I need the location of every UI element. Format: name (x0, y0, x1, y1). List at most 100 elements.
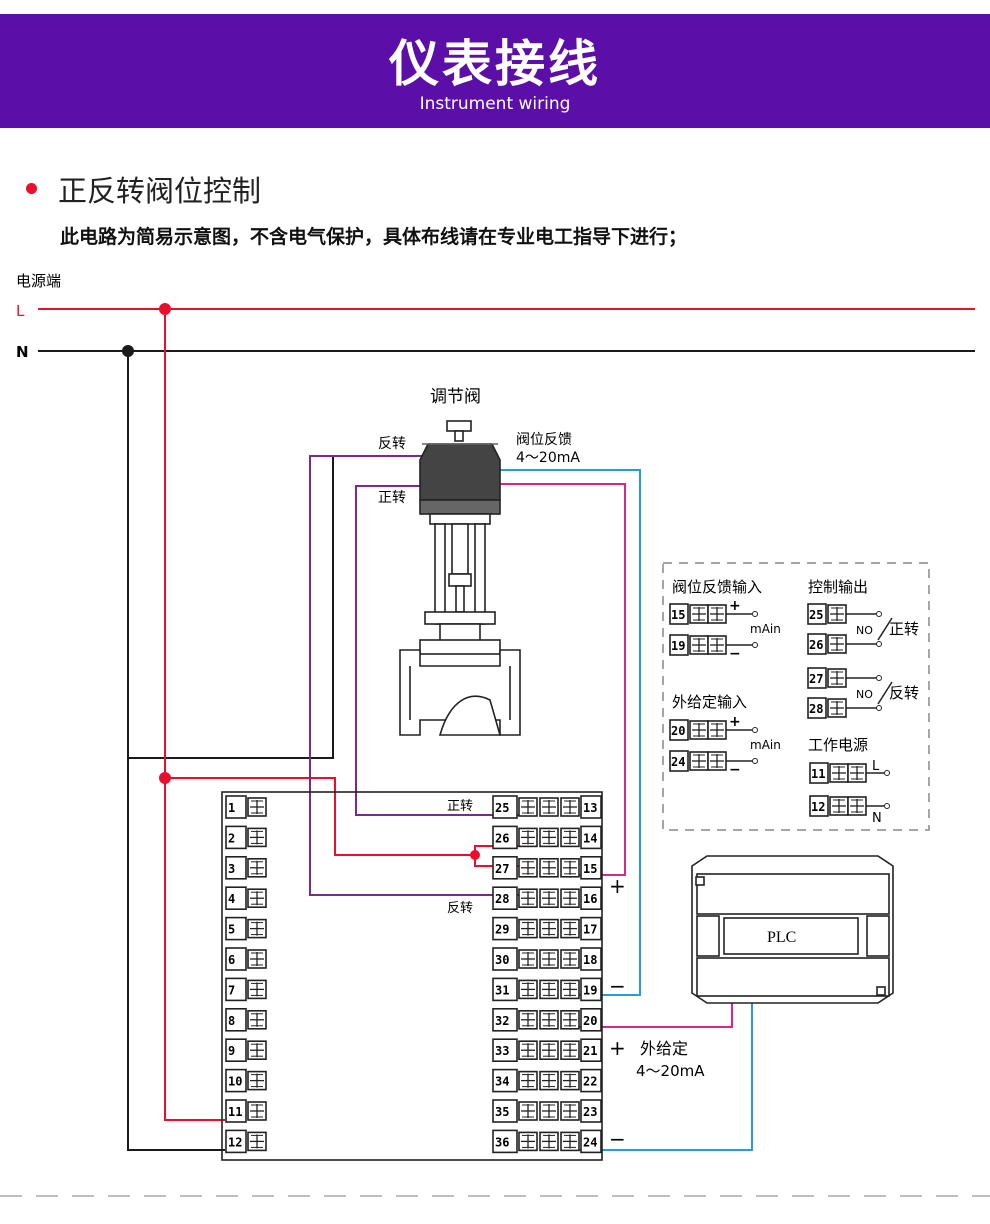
terminal-screw-right (560, 1101, 580, 1121)
legend-control-forward: 25 26 NO 正转 (807, 603, 919, 655)
terminal-left-6-box (225, 947, 247, 971)
legend-feedback-terminals: 15 19 + − mAin (669, 598, 781, 662)
terminal-screw-left (247, 949, 267, 969)
wire-forward (355, 485, 520, 816)
terminal-screw-mid (518, 949, 538, 969)
external-range: 4～20mA (636, 1062, 705, 1080)
svg-text:19: 19 (671, 639, 685, 653)
terminal-mid-33-box (492, 1038, 518, 1062)
terminal-screw-right (560, 857, 580, 878)
terminal-mid-33-number: 33 (495, 1044, 509, 1058)
terminal-mid-34-box (492, 1068, 518, 1093)
terminal-left-4-box (225, 886, 247, 911)
terminal-screw-left (247, 797, 267, 817)
terminal-mid-31-number: 31 (495, 983, 509, 997)
external-label: 外给定 (640, 1039, 688, 1058)
terminal-screw-mid (518, 1070, 538, 1091)
terminal-right-13-number: 13 (583, 801, 597, 815)
wire-L-to-26-27 (165, 777, 475, 856)
terminal-left-9-number: 9 (228, 1044, 235, 1058)
svg-text:L: L (872, 759, 880, 774)
svg-text:NO: NO (856, 688, 873, 701)
svg-text:mAin: mAin (750, 622, 781, 636)
svg-text:20: 20 (671, 724, 685, 738)
svg-text:24: 24 (671, 755, 685, 769)
terminal-screw-mid (518, 979, 538, 1000)
svg-text:26: 26 (809, 638, 823, 652)
svg-text:+: + (729, 598, 741, 614)
svg-text:15: 15 (671, 608, 685, 622)
safety-notice: 此电路为简易示意图，不含电气保护，具体布线请在专业电工指导下进行； (60, 226, 688, 248)
junction-26-27 (470, 850, 480, 860)
terminal-left-11-number: 11 (228, 1105, 242, 1119)
valve-reverse-label: 反转 (378, 436, 406, 452)
terminal-mid-27-number: 27 (495, 862, 509, 876)
terminal-right-21-number: 21 (583, 1044, 597, 1058)
terminal-screw-left (247, 1040, 267, 1060)
terminal-mid-36-box (492, 1129, 518, 1154)
svg-text:正转: 正转 (889, 620, 919, 638)
terminal-right-14-number: 14 (583, 831, 597, 845)
terminal-mid-32-box (492, 1007, 518, 1032)
side-minus: − (609, 974, 626, 998)
terminal-right-23-number: 23 (583, 1105, 597, 1119)
terminal-right-19-number: 19 (583, 983, 597, 997)
terminal-screw-left (247, 1009, 267, 1030)
svg-text:27: 27 (809, 672, 823, 686)
wire-L-to-11 (164, 309, 225, 1121)
terminal-screw-right (560, 918, 580, 939)
svg-text:−: − (729, 762, 741, 778)
terminal-screw-left (247, 918, 267, 939)
terminal-screw-right (560, 827, 580, 848)
terminal-screw-mid-2 (539, 918, 559, 939)
terminal-left-10-box (225, 1068, 247, 1093)
terminal-mid-29-number: 29 (495, 923, 509, 937)
terminal-right-17-box (580, 916, 602, 941)
terminal-mid-25-box (492, 795, 518, 819)
terminal-right-22-number: 22 (583, 1075, 597, 1089)
terminal-mid-35-box (492, 1099, 518, 1123)
terminal-right-18-box (580, 947, 602, 971)
terminal-screw-mid-2 (539, 827, 559, 848)
terminal-screw-mid (518, 1040, 538, 1060)
terminal-screw-mid-2 (539, 1101, 559, 1121)
terminal-screw-mid-2 (539, 1070, 559, 1091)
terminal-screw-left (247, 888, 267, 909)
terminal-mid-29-box (492, 916, 518, 941)
line-N-label: N (16, 343, 29, 361)
terminal-right-21-box (580, 1038, 602, 1062)
terminal-screw-left (247, 827, 267, 848)
wire-external-minus (570, 990, 753, 1151)
terminal-screw-mid-2 (539, 797, 559, 817)
terminal-left-5-number: 5 (228, 923, 235, 937)
side-plus: + (609, 874, 626, 898)
terminal-screw-right (560, 1131, 580, 1152)
terminal-right-13-box (580, 795, 602, 819)
terminal-right-15-number: 15 (583, 862, 597, 876)
terminal-mid-28-number: 28 (495, 892, 509, 906)
terminal-screw-left (247, 979, 267, 1000)
legend-feedback-input: 阀位反馈输入 (672, 578, 762, 596)
terminal-left-7-number: 7 (228, 983, 235, 997)
plc-label: PLC (767, 929, 796, 946)
terminal-right-14-box (580, 825, 602, 850)
terminal-mid-34-number: 34 (495, 1075, 509, 1089)
terminal-right-19-box (580, 977, 602, 1002)
terminal-screw-mid (518, 827, 538, 848)
control-valve-icon (399, 420, 521, 736)
terminal-right-18-number: 18 (583, 953, 597, 967)
banner-title: 仪表接线 (389, 35, 601, 93)
terminal-screw-mid (518, 1101, 538, 1121)
svg-text:N: N (872, 811, 882, 826)
block-forward-label: 正转 (447, 799, 473, 814)
terminal-screw-mid-2 (539, 1040, 559, 1060)
terminal-right-24-box (580, 1129, 602, 1154)
terminal-mid-30-box (492, 947, 518, 971)
terminal-mid-35-number: 35 (495, 1105, 509, 1119)
side-minus-2: − (609, 1127, 626, 1151)
terminal-mid-26-box (492, 825, 518, 850)
legend-box (662, 562, 930, 831)
terminal-screw-left (247, 1131, 267, 1152)
terminal-screw-mid (518, 797, 538, 817)
banner-subtitle: Instrument wiring (419, 94, 571, 114)
